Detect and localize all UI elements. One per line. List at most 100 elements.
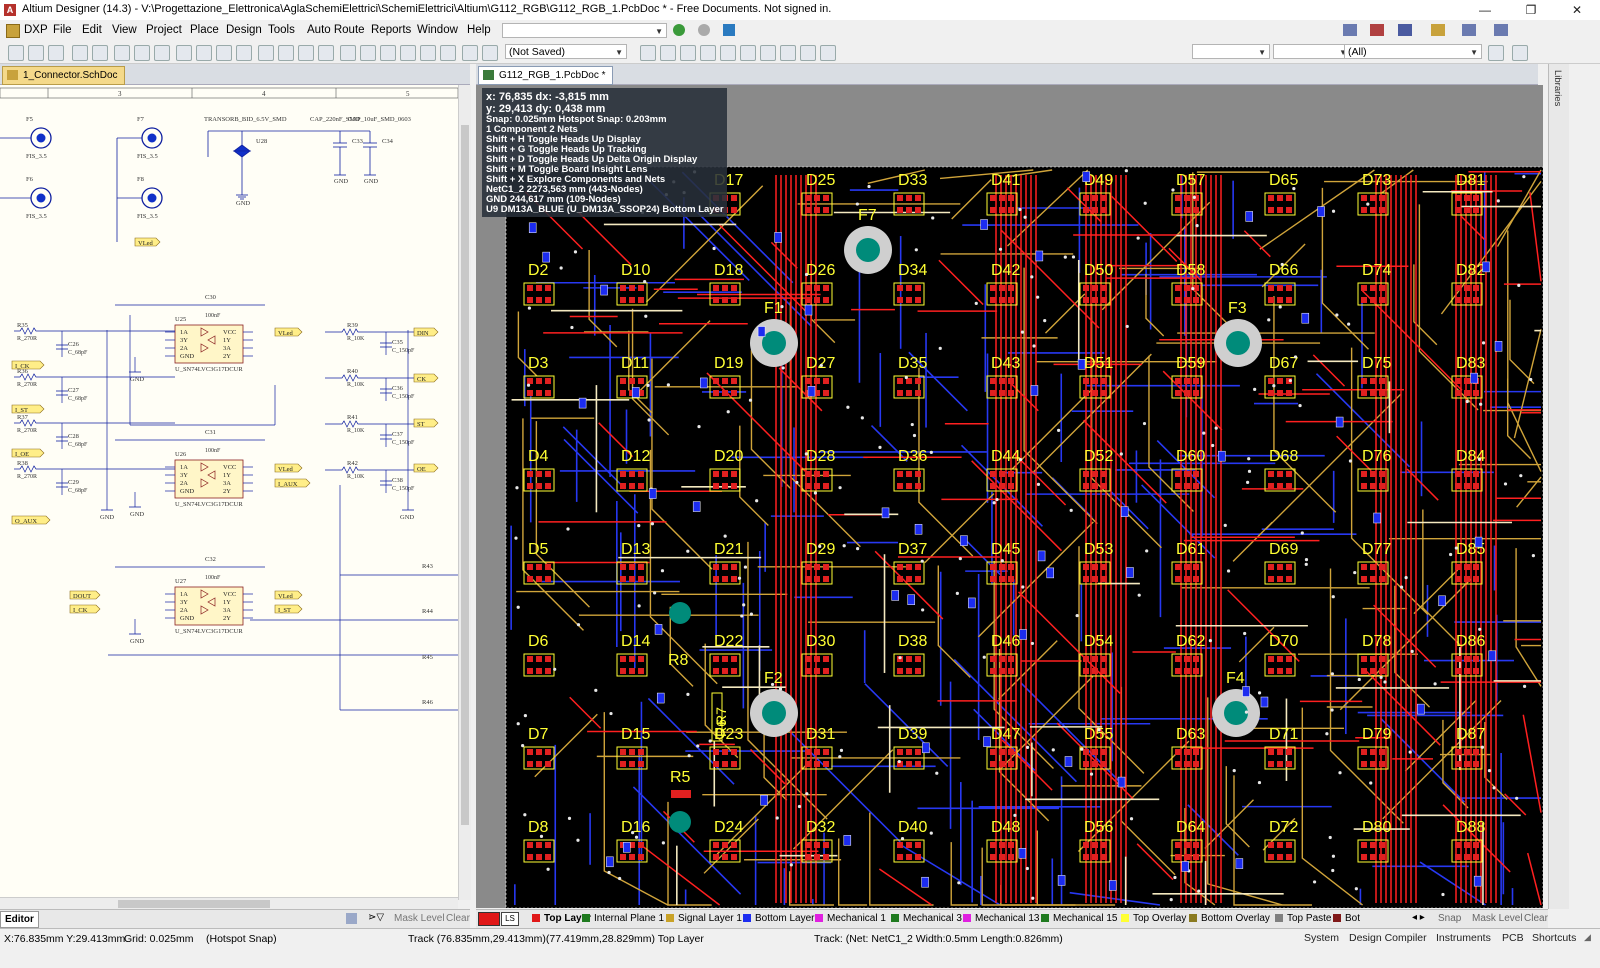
schematic-vertical-scrollbar[interactable] [458,85,471,900]
power-port-icon[interactable] [1370,24,1384,36]
pcb-panel-button[interactable]: PCB [1502,932,1524,944]
pcb-snap-button[interactable]: Snap [1438,913,1462,924]
menu-help[interactable]: Help [467,24,491,36]
menu-tools[interactable]: Tools [268,24,295,36]
project-icon[interactable] [134,45,150,61]
system-panel-button[interactable]: System [1304,932,1340,944]
tab-pcb[interactable]: G112_RGB_1.PcbDoc * [478,66,613,85]
save-icon[interactable] [48,45,64,61]
pcb-mask-level-button[interactable]: Mask Level [1472,913,1523,924]
zoom-filtered-icon[interactable] [236,45,252,61]
menu-view[interactable]: View [112,24,137,36]
layer-tab-mechanical-15[interactable]: Mechanical 15 [1041,913,1117,924]
sch-mask-level-button[interactable]: Mask Level [394,913,445,924]
libraries-tab[interactable]: Libraries [1552,70,1563,107]
layer-tab-signal-layer-1[interactable]: Signal Layer 1 [666,913,742,924]
menu-auto-route[interactable]: Auto Route [307,24,365,36]
layer-tab-mechanical-13[interactable]: Mechanical 13 [963,913,1039,924]
component-icon[interactable] [820,45,836,61]
layer-tab-bottom-overlay[interactable]: Bottom Overlay [1189,913,1270,924]
paste-icon[interactable] [298,45,314,61]
layer-tab-top-paste[interactable]: Top Paste [1275,913,1331,924]
via-icon[interactable] [720,45,736,61]
arc-icon[interactable] [740,45,756,61]
schematic-horizontal-scrollbar[interactable] [0,897,458,910]
layer-tab-mechanical-1[interactable]: Mechanical 1 [815,913,886,924]
shortcuts-panel-button[interactable]: Shortcuts [1532,932,1577,944]
menu-window[interactable]: Window [417,24,458,36]
layer-tab-bottom-layer[interactable]: Bottom Layer [743,913,814,924]
open-icon[interactable] [28,45,44,61]
cut-icon[interactable] [258,45,274,61]
select-net-icon[interactable] [380,45,396,61]
rubber-stamp-icon[interactable] [318,45,334,61]
interactive-route-icon[interactable] [640,45,656,61]
port-icon[interactable] [1431,24,1445,36]
deselect-icon[interactable] [400,45,416,61]
string-icon[interactable] [800,45,816,61]
path-combo[interactable]: ▼ [502,23,667,38]
multi-route-icon[interactable] [680,45,696,61]
back-icon[interactable] [673,24,685,36]
copy-icon[interactable] [278,45,294,61]
menu-reports[interactable]: Reports [371,24,412,36]
print-icon[interactable] [72,45,88,61]
minimize-button[interactable]: — [1479,3,1491,17]
menu-project[interactable]: Project [146,24,182,36]
sheet-symbol-icon[interactable] [1398,24,1412,36]
layer-tab-bot[interactable]: Bot [1333,913,1360,924]
new-icon[interactable] [8,45,24,61]
pcb-clear-button[interactable]: Clear [1524,913,1548,924]
sch-clear-button[interactable]: Clear [446,913,470,924]
maximize-button[interactable]: ❐ [1525,3,1537,17]
align-icon[interactable] [1462,24,1476,36]
menu-file[interactable]: File [53,24,72,36]
layer-tab-top-layer[interactable]: Top Layer [532,913,591,924]
close-button[interactable]: ✕ [1571,3,1583,17]
mask-icon[interactable] [346,913,357,924]
layer-tab-internal-plane-1[interactable]: Internal Plane 1 [582,913,664,924]
design-compiler-panel-button[interactable]: Design Compiler [1349,932,1427,944]
fill-icon[interactable] [760,45,776,61]
clear-filter-icon[interactable] [1512,45,1528,61]
diff-pair-icon[interactable] [660,45,676,61]
open-device-icon[interactable] [114,45,130,61]
schematic-vscroll-thumb[interactable] [461,125,469,825]
grid-icon[interactable] [1494,24,1508,36]
variant-combo[interactable]: ▼ [1273,44,1351,59]
select-area-icon[interactable] [340,45,356,61]
folder-icon[interactable] [154,45,170,61]
current-layer-swatch[interactable] [478,912,500,926]
editor-tab[interactable]: Editor [0,911,39,928]
menu-design[interactable]: Design [226,24,262,36]
layer-set-ls-button[interactable]: LS [501,912,519,926]
libraries-panel-rail[interactable]: Libraries [1548,64,1569,909]
schematic-canvas[interactable]: 3 4 5 F5 F7 F6 F8 FIS_3.5 FIS_3.5 FIS_3.… [0,85,459,900]
polygon-icon[interactable] [780,45,796,61]
pad-icon[interactable] [700,45,716,61]
zoom-area-icon[interactable] [196,45,212,61]
layer-tab-top-overlay[interactable]: Top Overlay [1121,913,1186,924]
move-icon[interactable] [360,45,376,61]
print-preview-icon[interactable] [92,45,108,61]
redo-icon[interactable] [440,45,456,61]
menu-edit[interactable]: Edit [82,24,102,36]
instruments-panel-button[interactable]: Instruments [1436,932,1491,944]
dxp-icon[interactable] [6,24,20,38]
zoom-selected-icon[interactable] [216,45,232,61]
menu-dxp[interactable]: DXP [24,24,48,36]
wire-tool-icon[interactable] [1343,24,1357,36]
saved-state-combo[interactable]: (Not Saved)▼ [505,44,627,59]
menu-place[interactable]: Place [190,24,219,36]
forward-icon[interactable] [698,24,710,36]
undo-icon[interactable] [420,45,436,61]
schematic-hscroll-thumb[interactable] [118,900,270,908]
browse-component-icon[interactable] [482,45,498,61]
layer-scroll-arrows[interactable]: ◂ ▸ [1412,912,1425,923]
layer-set-combo[interactable]: ▼ [1192,44,1270,59]
filter-combo[interactable]: (All)▼ [1344,44,1482,59]
home-icon[interactable] [723,24,735,36]
zoom-fit-icon[interactable] [176,45,192,61]
filter-arrows-icon[interactable]: ⋗▽ [368,912,385,923]
